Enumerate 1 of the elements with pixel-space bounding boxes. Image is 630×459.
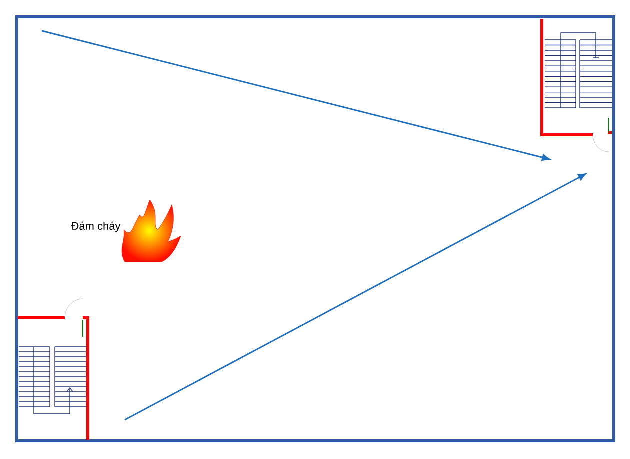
fire-label: Đám cháy [71,222,121,232]
